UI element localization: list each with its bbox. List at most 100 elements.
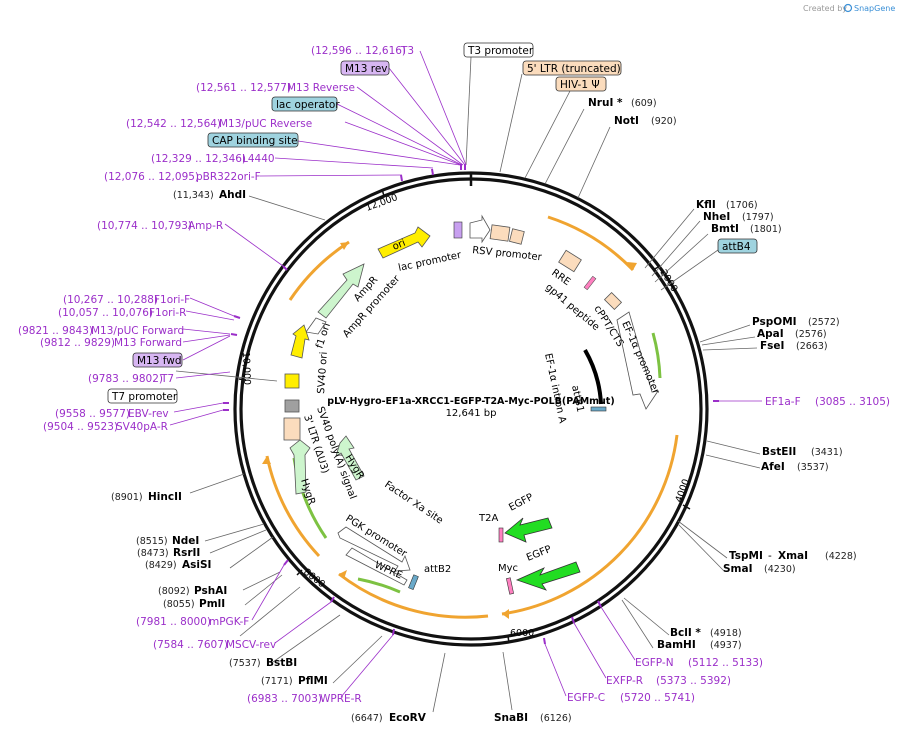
label-m13puc-reverse: (12,542 .. 12,564) M13/pUC Reverse: [126, 118, 312, 130]
credit-prefix: Created by: [803, 4, 847, 13]
feature-label-egfp-1: EGFP: [507, 492, 535, 514]
feature-label-attb2: attB2: [424, 564, 451, 575]
label-sv40pa-r: (9504 .. 9523) SV40pA-R: [43, 421, 168, 433]
label-kfli: KflI (1706): [696, 199, 758, 211]
hygr-arrow-2: [335, 435, 365, 481]
label-nhei: NheI (1797): [703, 211, 774, 223]
site-pos-asisi: (8429): [145, 560, 177, 571]
primer-pos-mpgk-f: (7981 .. 8000): [136, 616, 211, 628]
primer-pos-sv40pa-r: (9504 .. 9523): [43, 421, 118, 433]
label-tspmi-xmai: TspMI - XmaI (4228): [729, 550, 857, 562]
label-bstbi: (7537) BstBI: [229, 657, 297, 669]
site-name-pspomi: PspOMI: [752, 316, 797, 328]
primer-pos-ef1a-f: (3085 .. 3105): [815, 396, 890, 408]
label-fsei: FseI (2663): [760, 340, 828, 352]
label-wpre-r: (6983 .. 7003) WPRE-R: [247, 693, 362, 705]
ampr-promoter-arrow: [305, 317, 327, 335]
site-name-pmli: PmlI: [199, 598, 225, 610]
primer-name-egfp-n: EGFP-N: [635, 657, 674, 669]
label-mscv-rev: (7584 .. 7607) MSCV-rev: [153, 639, 276, 651]
attb4-label: attB4: [722, 241, 751, 253]
site-name-bcli: BclI *: [670, 627, 701, 639]
site-pos-noti: (920): [651, 116, 677, 127]
label-f1ori-r: (10,057 .. 10,076) F1ori-R: [58, 307, 186, 319]
ef1a-promoter-arrow: [616, 311, 659, 410]
label-exfp-r: EXFP-R (5373 .. 5392): [606, 675, 731, 687]
box-ltr5: 5' LTR (truncated): [522, 60, 622, 76]
plasmid-length: 12,641 bp: [446, 408, 497, 419]
site-name-smai: SmaI: [723, 563, 753, 575]
label-m13puc-forward: (9821 .. 9843) M13/pUC Forward: [18, 325, 184, 337]
site-name-rsrii: RsrII: [173, 547, 200, 559]
feature-label-factor-xa: Factor Xa site: [382, 479, 445, 526]
label-bamhi: BamHI (4937): [657, 639, 742, 651]
label-ndei: (8515) NdeI: [136, 535, 199, 547]
primer-name-wpre-r: WPRE-R: [320, 693, 362, 705]
primer-name-t7: T7: [160, 373, 174, 385]
label-mpgk-f: (7981 .. 8000) mPGK-F: [136, 616, 249, 628]
primer-name-t3: T3: [400, 45, 414, 57]
primer-name-f1ori-f: F1ori-F: [154, 294, 190, 306]
site-name-fsei: FseI: [760, 340, 784, 352]
cap-label: CAP binding site: [212, 135, 298, 147]
box-m13rev: M13 rev: [340, 60, 390, 76]
lac-promoter-arrow: [469, 214, 491, 244]
site-pos-ecorv: (6647): [351, 713, 383, 724]
site-name-bstbi: BstBI: [266, 657, 297, 669]
site-pos-rsrii: (8473): [137, 548, 169, 559]
label-hincii: (8901) HincII: [111, 491, 182, 503]
t2a-block: [498, 527, 504, 543]
primer-pos-l4440: (12,329 .. 12,346): [151, 153, 246, 165]
site-pos-nrui: (609): [631, 98, 657, 109]
primer-name-mpgk-f: mPGK-F: [209, 616, 249, 628]
ltr5-block: [489, 224, 511, 242]
label-pspomi: PspOMI (2572): [752, 316, 840, 328]
primer-name-m13-forward: M13 Forward: [114, 337, 182, 349]
label-t3: (12,596 .. 12,616) T3: [311, 45, 414, 57]
label-apai: ApaI (2576): [757, 328, 827, 340]
snapgene-credit: Created by SnapGene: [803, 3, 895, 13]
snapgene-logo-icon: [843, 3, 853, 13]
m13fwd-label: M13 fwd: [137, 355, 182, 367]
site-pos-hincii: (8901): [111, 492, 143, 503]
label-noti: NotI (920): [614, 115, 677, 127]
primer-name-sv40pa-r: SV40pA-R: [116, 421, 168, 433]
site-pos-kfli: (1706): [726, 200, 758, 211]
primer-name-mscv-rev: MSCV-rev: [226, 639, 276, 651]
svg-text:-: -: [768, 550, 772, 562]
arc-left-lower: [265, 455, 321, 558]
t7promoter-label: T7 promoter: [111, 391, 178, 403]
lac-operator-block: [453, 221, 463, 239]
orange-arcs: [265, 215, 679, 619]
hiv-psi-block: [508, 228, 525, 245]
arc-xrcc1-region: [501, 434, 679, 616]
cppt-block: [603, 291, 623, 311]
site-pos-bsteii: (3431): [811, 447, 843, 458]
label-ahdi: (11,343) AhdI: [173, 189, 246, 201]
box-attb4: attB4: [717, 238, 758, 254]
arc-lower-region: [338, 572, 489, 619]
plasmid-name: pLV-Hygro-EF1a-XRCC1-EGFP-T2A-Myc-POLB(P…: [327, 396, 614, 407]
primer-pos-wpre-r: (6983 .. 7003): [247, 693, 322, 705]
primer-pos-amp-r: (10,774 .. 10,793): [97, 220, 192, 232]
site-pos-bcli: (4918): [710, 628, 742, 639]
label-egfp-n: EGFP-N (5112 .. 5133): [635, 657, 763, 669]
site-name-nrui: NruI *: [588, 97, 623, 109]
inner-features: [283, 214, 659, 595]
primer-name-m13puc-reverse: M13/pUC Reverse: [219, 118, 312, 130]
box-t3promoter: T3 promoter: [463, 42, 534, 58]
feature-label-myc: Myc: [498, 563, 518, 574]
site-pos-xmai: (4228): [825, 551, 857, 562]
primer-pos-m13-forward: (9812 .. 9829): [40, 337, 115, 349]
label-ebv-rev: (9558 .. 9577) EBV-rev: [55, 408, 169, 420]
label-pflmi: (7171) PflMI: [261, 675, 328, 687]
site-name-nhei: NheI: [703, 211, 730, 223]
site-name-pflmi: PflMI: [298, 675, 328, 687]
site-pos-bamhi: (4937): [710, 640, 742, 651]
primer-pos-m13puc-forward: (9821 .. 9843): [18, 325, 93, 337]
site-pos-afei: (3537): [797, 462, 829, 473]
label-asisi: (8429) AsiSI: [145, 559, 211, 571]
label-snabi: SnaBI (6126): [494, 712, 572, 724]
label-egfp-c: EGFP-C (5720 .. 5741): [567, 692, 695, 704]
